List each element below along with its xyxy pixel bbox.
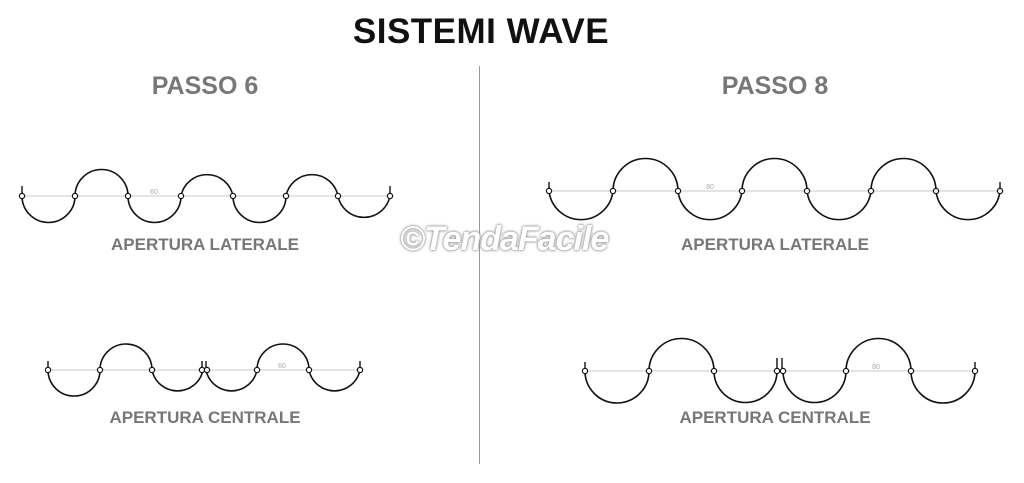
dim-left-central: 60 — [278, 363, 286, 370]
dim-right-lateral: 80 — [706, 184, 714, 191]
heading-passo-8: PASSO 8 — [721, 72, 829, 100]
dim-left-lateral: 60 — [150, 189, 158, 196]
center-divider — [479, 66, 480, 464]
label-right-lateral: APERTURA LATERALE — [681, 235, 869, 254]
label-left-lateral: APERTURA LATERALE — [111, 235, 299, 254]
wave-left-central: 60 — [44, 343, 364, 397]
page-title: SISTEMI WAVE — [352, 12, 610, 51]
label-right-central: APERTURA CENTRALE — [679, 408, 871, 427]
label-left-central: APERTURA CENTRALE — [109, 408, 301, 427]
wave-right-central: 80 — [581, 337, 979, 404]
wave-left-lateral: 60 — [18, 168, 394, 224]
watermark-logo: ©TendaFacile — [400, 220, 609, 258]
dim-right-central: 80 — [872, 364, 880, 371]
heading-passo-6: PASSO 6 — [151, 72, 259, 100]
wave-right-lateral: 80 — [545, 157, 1004, 221]
